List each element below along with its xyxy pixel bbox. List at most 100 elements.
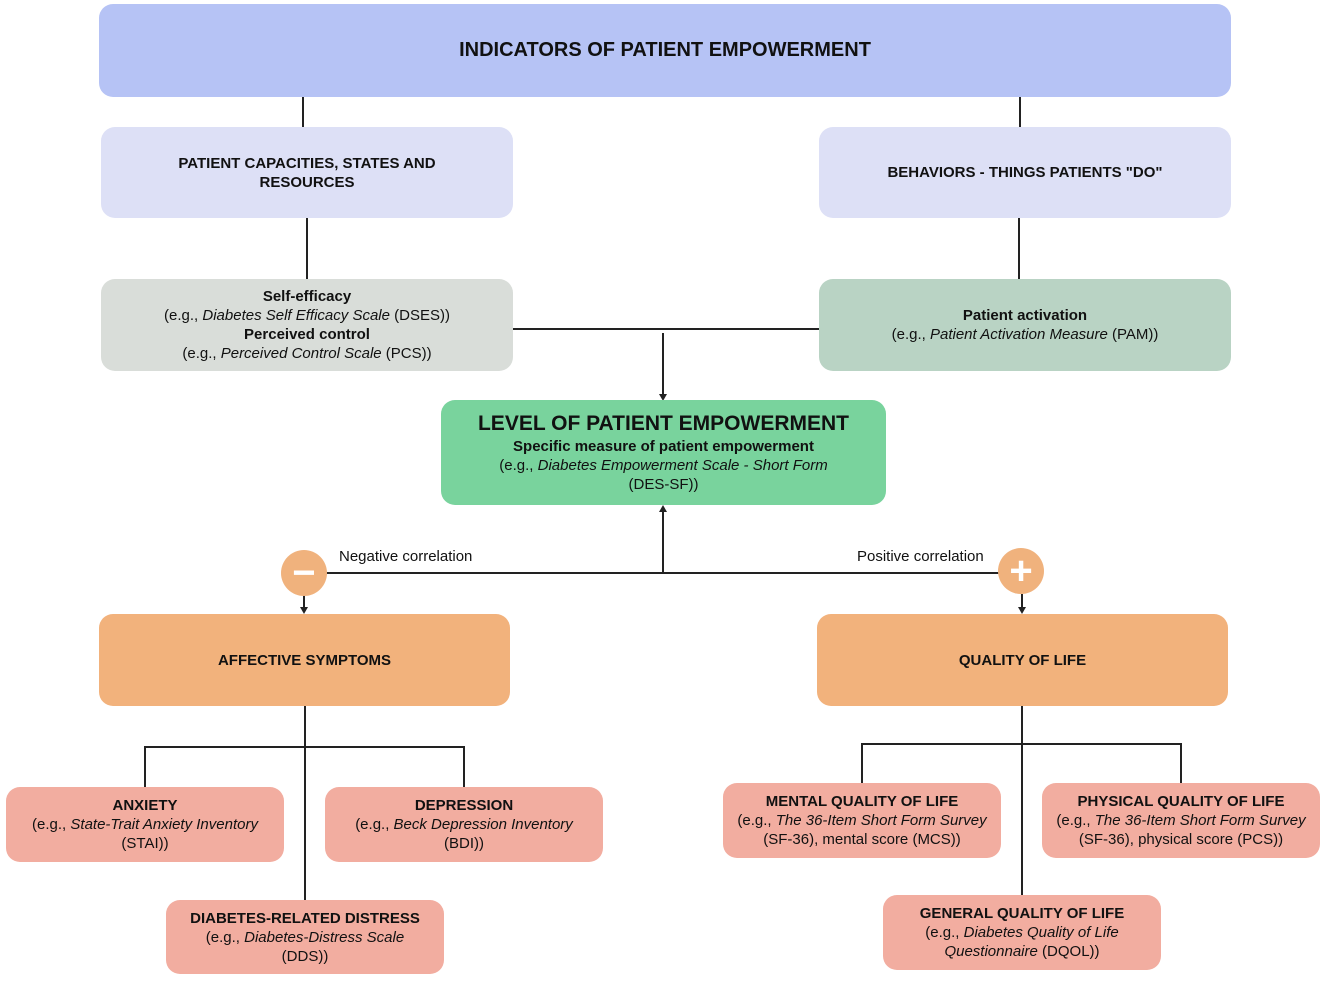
distress-example: (e.g., Diabetes-Distress Scale <box>206 928 404 947</box>
selfefficacy-title: Self-efficacy <box>262 288 352 305</box>
general-box: GENERAL QUALITY OF LIFE (e.g., Diabetes … <box>883 895 1161 970</box>
anxiety-abbr: (STAI)) <box>121 835 169 852</box>
eg-prefix: (e.g., <box>1056 812 1095 829</box>
connector-to-anxiety <box>144 746 146 787</box>
connector-down-to-level <box>662 333 664 395</box>
connector-quality-trunk <box>1021 706 1023 895</box>
capacities-box: PATIENT CAPACITIES, STATES AND RESOURCES <box>101 127 513 218</box>
minus-icon: − <box>281 550 327 596</box>
general-example: (e.g., Diabetes Quality of Life <box>925 923 1118 942</box>
activation-abbr: (PAM)) <box>1107 326 1159 343</box>
anxiety-scale: State-Trait Anxiety Inventory <box>70 816 258 833</box>
negative-correlation-label: Negative correlation <box>339 548 473 565</box>
connector-affective-branch <box>144 746 465 748</box>
mental-box: MENTAL QUALITY OF LIFE (e.g., The 36-Ite… <box>723 783 1001 858</box>
connector-horizontal-middle <box>512 328 820 330</box>
connector-behaviors-activation <box>1018 218 1020 279</box>
level-example: (e.g., Diabetes Empowerment Scale - Shor… <box>499 456 827 475</box>
anxiety-box: ANXIETY (e.g., State-Trait Anxiety Inven… <box>6 787 284 862</box>
quality-title: QUALITY OF LIFE <box>958 651 1087 669</box>
physical-abbr: (SF-36), physical score (PCS)) <box>1078 831 1284 848</box>
plus-icon: + <box>998 548 1044 594</box>
eg-prefix: (e.g., <box>925 924 964 941</box>
depression-example: (e.g., Beck Depression Inventory <box>355 815 573 834</box>
affective-title: AFFECTIVE SYMPTOMS <box>217 651 392 669</box>
depression-scale: Beck Depression Inventory <box>393 816 573 833</box>
level-scale: Diabetes Empowerment Scale - Short Form <box>537 457 828 474</box>
eg-prefix: (e.g., <box>355 816 394 833</box>
activation-example: (e.g., Patient Activation Measure (PAM)) <box>892 325 1159 344</box>
perceived-control-example: (e.g., Perceived Control Scale (PCS)) <box>182 344 431 363</box>
level-title: LEVEL OF PATIENT EMPOWERMENT <box>477 412 849 435</box>
arrow-down-to-affective <box>300 607 308 614</box>
activation-box: Patient activation (e.g., Patient Activa… <box>819 279 1231 371</box>
activation-title: Patient activation <box>962 307 1088 324</box>
quality-box: QUALITY OF LIFE <box>817 614 1228 706</box>
general-title: GENERAL QUALITY OF LIFE <box>919 905 1125 922</box>
anxiety-example: (e.g., State-Trait Anxiety Inventory <box>32 815 258 834</box>
mental-title: MENTAL QUALITY OF LIFE <box>765 793 959 810</box>
connector-top-right <box>1019 97 1021 127</box>
selfefficacy-scale: Diabetes Self Efficacy Scale <box>202 307 390 324</box>
general-abbr: (DQOL)) <box>1037 943 1100 960</box>
mental-scale: The 36-Item Short Form Survey <box>775 812 987 829</box>
connector-affective-trunk <box>304 706 306 900</box>
connector-down-to-affective <box>303 594 305 608</box>
plus-glyph: + <box>1009 549 1033 593</box>
perceived-control-abbr: (PCS)) <box>381 345 432 362</box>
behaviors-title: BEHAVIORS - THINGS PATIENTS "DO" <box>887 164 1163 181</box>
capacities-line2: RESOURCES <box>259 173 355 191</box>
level-abbr: (DES-SF)) <box>628 476 699 493</box>
eg-prefix: (e.g., <box>891 326 930 343</box>
eg-prefix: (e.g., <box>737 812 776 829</box>
arrow-up-to-level <box>659 505 667 512</box>
eg-prefix: (e.g., <box>182 345 221 362</box>
positive-correlation-label: Positive correlation <box>857 548 984 565</box>
level-subtitle: Specific measure of patient empowerment <box>513 438 814 455</box>
depression-abbr: (BDI)) <box>444 835 484 852</box>
indicators-title: INDICATORS OF PATIENT EMPOWERMENT <box>459 39 871 61</box>
connector-up-from-correlation <box>662 512 664 574</box>
perceived-control-scale: Perceived Control Scale <box>220 345 382 362</box>
arrow-down-to-level <box>659 394 667 401</box>
physical-box: PHYSICAL QUALITY OF LIFE (e.g., The 36-I… <box>1042 783 1320 858</box>
activation-scale: Patient Activation Measure <box>929 326 1108 343</box>
perceived-control-title: Perceived control <box>244 326 370 343</box>
mental-example: (e.g., The 36-Item Short Form Survey <box>737 811 986 830</box>
depression-title: DEPRESSION <box>414 797 514 814</box>
connector-to-depression <box>463 746 465 787</box>
level-box: LEVEL OF PATIENT EMPOWERMENT Specific me… <box>441 400 886 505</box>
physical-example: (e.g., The 36-Item Short Form Survey <box>1056 811 1305 830</box>
selfefficacy-example: (e.g., Diabetes Self Efficacy Scale (DSE… <box>164 306 450 325</box>
minus-glyph: − <box>292 551 316 595</box>
connector-quality-branch <box>861 743 1182 745</box>
behaviors-box: BEHAVIORS - THINGS PATIENTS "DO" <box>819 127 1231 218</box>
physical-title: PHYSICAL QUALITY OF LIFE <box>1077 793 1285 810</box>
distress-box: DIABETES-RELATED DISTRESS (e.g., Diabete… <box>166 900 444 974</box>
eg-prefix: (e.g., <box>499 457 538 474</box>
connector-top-left <box>302 97 304 127</box>
anxiety-title: ANXIETY <box>112 797 178 814</box>
general-scale2: Questionnaire <box>944 943 1038 960</box>
mental-abbr: (SF-36), mental score (MCS)) <box>763 831 961 848</box>
connector-down-to-quality <box>1021 594 1023 608</box>
connector-correlation-horizontal <box>304 572 1022 574</box>
eg-prefix: (e.g., <box>205 928 245 946</box>
arrow-down-to-quality <box>1018 607 1026 614</box>
physical-scale: The 36-Item Short Form Survey <box>1094 812 1306 829</box>
eg-prefix: (e.g., <box>32 816 71 833</box>
connector-to-physical <box>1180 743 1182 783</box>
selfefficacy-box: Self-efficacy (e.g., Diabetes Self Effic… <box>101 279 513 371</box>
depression-box: DEPRESSION (e.g., Beck Depression Invent… <box>325 787 603 862</box>
distress-title: DIABETES-RELATED DISTRESS <box>190 909 420 927</box>
capacities-line1: PATIENT CAPACITIES, STATES AND <box>178 154 436 172</box>
selfefficacy-abbr: (DSES)) <box>389 307 450 324</box>
eg-prefix: (e.g., <box>164 307 203 324</box>
affective-box: AFFECTIVE SYMPTOMS <box>99 614 510 706</box>
distress-scale: Diabetes-Distress Scale <box>244 928 405 946</box>
connector-to-mental <box>861 743 863 783</box>
general-example-line2: Questionnaire (DQOL)) <box>944 942 1099 961</box>
distress-abbr: (DDS)) <box>281 947 329 965</box>
connector-capacities-selfefficacy <box>306 218 308 279</box>
general-scale: Diabetes Quality of Life <box>963 924 1119 941</box>
